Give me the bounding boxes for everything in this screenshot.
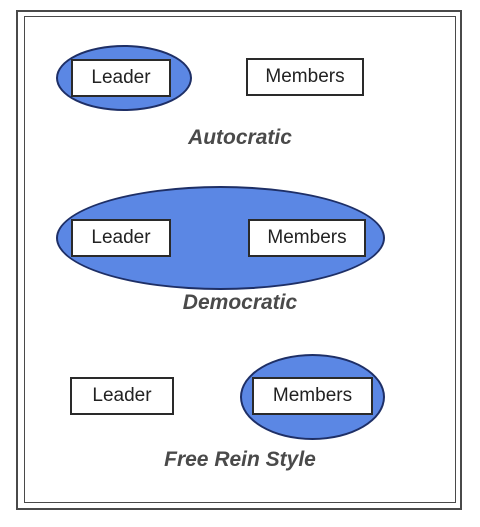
democratic-members-box: Members — [248, 219, 366, 257]
free-rein-leader-label: Leader — [92, 385, 152, 406]
outer-frame — [16, 10, 462, 510]
democratic-leader-box: Leader — [71, 219, 171, 257]
free-rein-leader-box: Leader — [70, 377, 174, 415]
democratic-leader-label: Leader — [91, 227, 151, 248]
autocratic-members-label: Members — [265, 66, 345, 87]
autocratic-leader-box: Leader — [71, 59, 171, 97]
free-rein-style-label: Free Rein Style — [164, 448, 316, 471]
democratic-style-label: Democratic — [182, 291, 298, 314]
autocratic-leader-label: Leader — [91, 67, 151, 88]
free-rein-members-box: Members — [252, 377, 373, 415]
autocratic-members-box: Members — [246, 58, 364, 96]
autocratic-style-label: Autocratic — [188, 126, 292, 149]
free-rein-members-label: Members — [272, 385, 353, 406]
democratic-members-label: Members — [267, 227, 347, 248]
inner-frame — [24, 16, 456, 503]
